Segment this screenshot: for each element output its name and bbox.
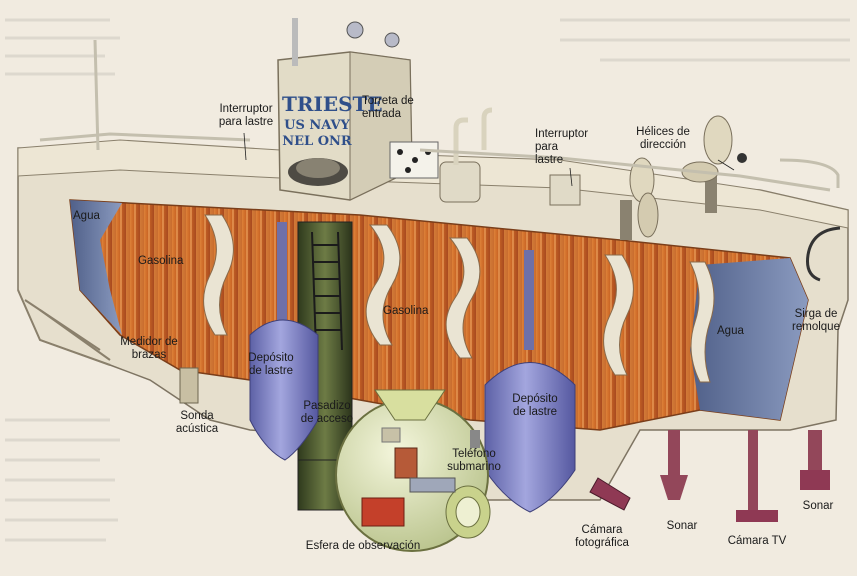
water-right-section — [690, 258, 808, 420]
label-sonda: Sonda acústica — [175, 410, 219, 435]
label-telefono: Teléfono submarino — [447, 448, 501, 473]
label-pasadizo: Pasadizo de acceso — [300, 400, 354, 425]
tower-name: TRIESTE — [282, 92, 383, 116]
background-text-texture — [5, 18, 850, 542]
label-helices: Hélices de dirección — [636, 126, 690, 151]
water-left-section — [70, 200, 122, 335]
label-sirga: Sirga de remolque — [792, 308, 840, 333]
tower-line-3: NEL ONR — [282, 134, 352, 149]
deck-equipment — [389, 107, 581, 206]
ballast-tank-right — [484, 250, 576, 513]
label-deposito-left: Depósito de lastre — [248, 352, 294, 377]
observation-sphere — [335, 389, 491, 552]
label-sonar-left: Sonar — [666, 520, 698, 532]
steering-propellers — [620, 115, 747, 240]
tow-cable — [806, 226, 841, 282]
label-interruptor-left: Interruptor para lastre — [218, 103, 274, 128]
bow-frame — [17, 289, 111, 366]
deck-railings — [39, 39, 840, 192]
label-camara-foto: Cámara fotográfica — [575, 524, 629, 549]
label-agua-left: Agua — [73, 210, 100, 222]
tower-line-2: US NAVY — [284, 118, 350, 133]
label-gasolina-left: Gasolina — [138, 255, 184, 267]
label-medidor: Medidor de brazas — [120, 336, 178, 361]
label-esfera: Esfera de observación — [305, 540, 421, 552]
ballast-tank-left — [249, 222, 319, 461]
bottom-fixtures — [179, 367, 830, 522]
label-interruptor-right: Interruptor para lastre — [535, 128, 589, 166]
label-agua-right: Agua — [717, 325, 744, 337]
label-camara-tv: Cámara TV — [727, 535, 787, 547]
shaft-ladder — [311, 231, 343, 351]
leader-lines — [243, 132, 735, 187]
label-torreta: Torreta de entrada — [362, 95, 414, 120]
bulkheads — [203, 214, 715, 383]
label-sonar-right: Sonar — [802, 500, 834, 512]
label-gasolina-mid: Gasolina — [383, 305, 429, 317]
label-deposito-right: Depósito de lastre — [512, 393, 558, 418]
